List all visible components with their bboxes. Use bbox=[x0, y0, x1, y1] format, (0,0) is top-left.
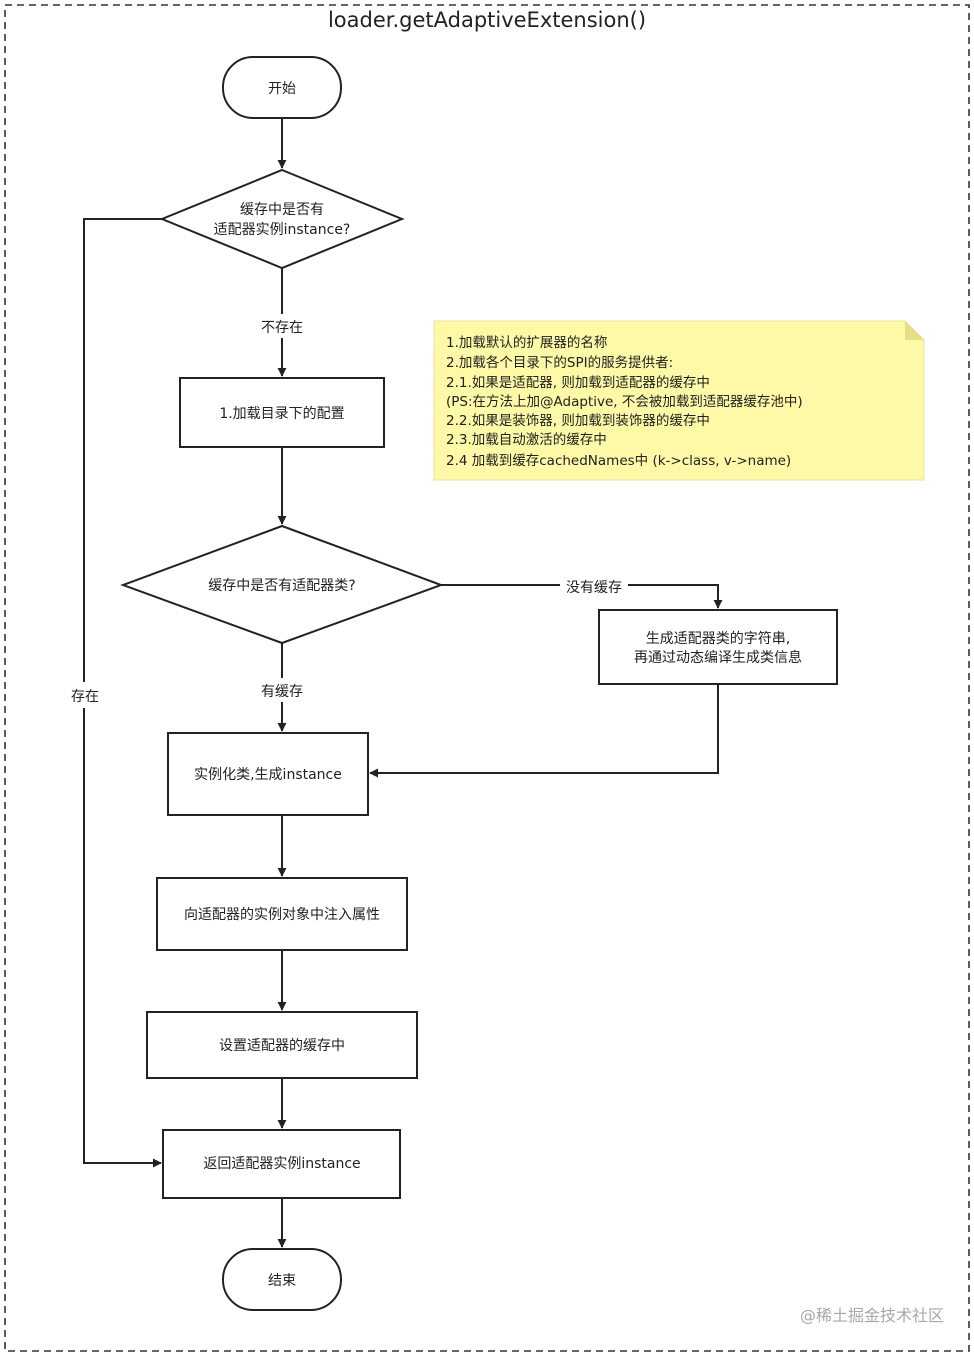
edge-label-exist: 存在 bbox=[71, 689, 99, 705]
edge-label-has-cache: 有缓存 bbox=[261, 684, 303, 700]
diagram-title: loader.getAdaptiveExtension() bbox=[328, 8, 646, 32]
svg-text:结束: 结束 bbox=[268, 1273, 296, 1289]
edge-label-not-exist: 不存在 bbox=[261, 320, 303, 336]
svg-text:向适配器的实例对象中注入属性: 向适配器的实例对象中注入属性 bbox=[184, 907, 380, 923]
svg-text:生成适配器类的字符串,: 生成适配器类的字符串, bbox=[646, 631, 790, 647]
edge-generate-to-instantiate bbox=[369, 684, 719, 778]
node-set-cache: 设置适配器的缓存中 bbox=[146, 1011, 418, 1079]
note-line-3: 2.1.如果是适配器, 则加载到适配器的缓存中 bbox=[446, 375, 710, 391]
node-end: 结束 bbox=[222, 1248, 342, 1311]
svg-text:缓存中是否有适配器类?: 缓存中是否有适配器类? bbox=[208, 578, 355, 594]
svg-text:再通过动态编译生成类信息: 再通过动态编译生成类信息 bbox=[634, 649, 802, 666]
note-line-1: 1.加载默认的扩展器的名称 bbox=[446, 335, 607, 351]
svg-text:实例化类,生成instance: 实例化类,生成instance bbox=[194, 767, 342, 783]
node-start: 开始 bbox=[222, 56, 342, 119]
svg-text:开始: 开始 bbox=[268, 81, 296, 97]
svg-text:适配器实例instance?: 适配器实例instance? bbox=[214, 222, 351, 238]
outer-frame bbox=[4, 4, 970, 1352]
node-generate-class: 生成适配器类的字符串, 再通过动态编译生成类信息 bbox=[598, 609, 838, 685]
note-line-6: 2.3.加载自动激活的缓存中 bbox=[446, 432, 607, 448]
edge-label-no-cache: 没有缓存 bbox=[566, 580, 622, 596]
svg-text:返回适配器实例instance: 返回适配器实例instance bbox=[203, 1156, 360, 1172]
node-load-config: 1.加载目录下的配置 bbox=[179, 377, 385, 448]
note-line-2: 2.加载各个目录下的SPI的服务提供者: bbox=[446, 355, 673, 371]
svg-text:缓存中是否有: 缓存中是否有 bbox=[240, 202, 324, 218]
note-sticky: 1.加载默认的扩展器的名称 2.加载各个目录下的SPI的服务提供者: 2.1.如… bbox=[433, 320, 925, 481]
note-line-5: 2.2.如果是装饰器, 则加载到装饰器的缓存中 bbox=[446, 413, 710, 429]
note-line-7: 2.4 加载到缓存cachedNames中 (k->class, v->name… bbox=[446, 453, 791, 469]
note-line-4: (PS:在方法上加@Adaptive, 不会被加载到适配器缓存池中) bbox=[446, 394, 803, 410]
svg-text:1.加载目录下的配置: 1.加载目录下的配置 bbox=[219, 406, 344, 422]
node-decision-cache-instance: 缓存中是否有 适配器实例instance? bbox=[159, 168, 405, 270]
svg-text:设置适配器的缓存中: 设置适配器的缓存中 bbox=[219, 1038, 345, 1054]
node-decision-cache-class: 缓存中是否有适配器类? bbox=[120, 524, 444, 645]
watermark: @稀土掘金技术社区 bbox=[800, 1306, 944, 1325]
node-instantiate: 实例化类,生成instance bbox=[167, 732, 369, 816]
node-return-instance: 返回适配器实例instance bbox=[162, 1129, 401, 1199]
node-inject-properties: 向适配器的实例对象中注入属性 bbox=[156, 877, 408, 951]
edge-decision2-to-generate bbox=[441, 584, 723, 609]
